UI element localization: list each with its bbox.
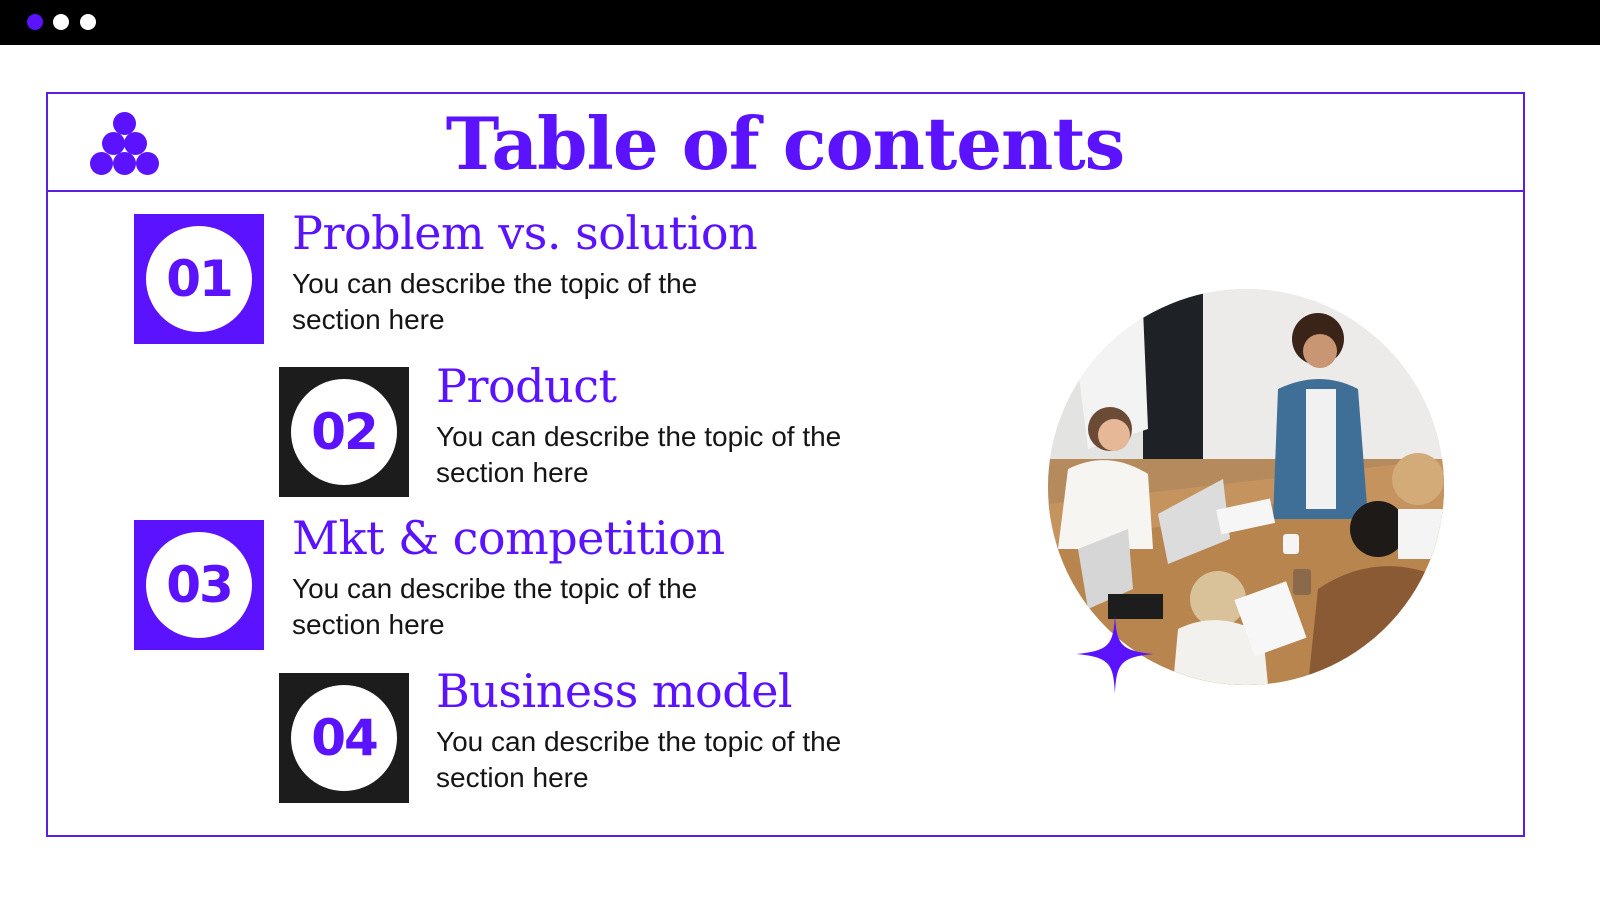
window-title-bar: [0, 0, 1600, 45]
window-control-dot-white[interactable]: [80, 14, 96, 30]
meeting-photo: [1048, 289, 1444, 685]
four-point-star-icon: [1076, 614, 1154, 694]
section-number-box: 04: [279, 673, 409, 803]
meeting-photo-illustration: [1048, 289, 1444, 685]
window-control-dot-white[interactable]: [53, 14, 69, 30]
section-number-box: 03: [134, 520, 264, 650]
section-number-circle: 02: [291, 379, 397, 485]
section-title: Product: [436, 359, 617, 413]
circles-pyramid-icon: [90, 112, 160, 176]
section-number: 02: [311, 403, 379, 461]
section-description: You can describe the topic of the sectio…: [292, 573, 698, 640]
section-description: You can describe the topic of the sectio…: [292, 268, 698, 335]
section-number-circle: 04: [291, 685, 397, 791]
section-description: You can describe the topic of the sectio…: [436, 421, 842, 488]
page-title: Table of contents: [445, 101, 1125, 186]
section-description: You can describe the topic of the sectio…: [436, 726, 842, 793]
section-number-box: 01: [134, 214, 264, 344]
window-control-dot-purple[interactable]: [27, 14, 43, 30]
section-number-circle: 01: [146, 226, 252, 332]
slide-frame: [46, 92, 1525, 837]
section-title: Mkt & competition: [292, 511, 725, 565]
section-number: 01: [166, 250, 234, 308]
section-number: 03: [166, 556, 234, 614]
section-number-circle: 03: [146, 532, 252, 638]
section-number-box: 02: [279, 367, 409, 497]
section-title: Business model: [436, 664, 793, 718]
section-number: 04: [311, 709, 379, 767]
section-title: Problem vs. solution: [292, 206, 758, 260]
header-divider: [46, 190, 1525, 192]
